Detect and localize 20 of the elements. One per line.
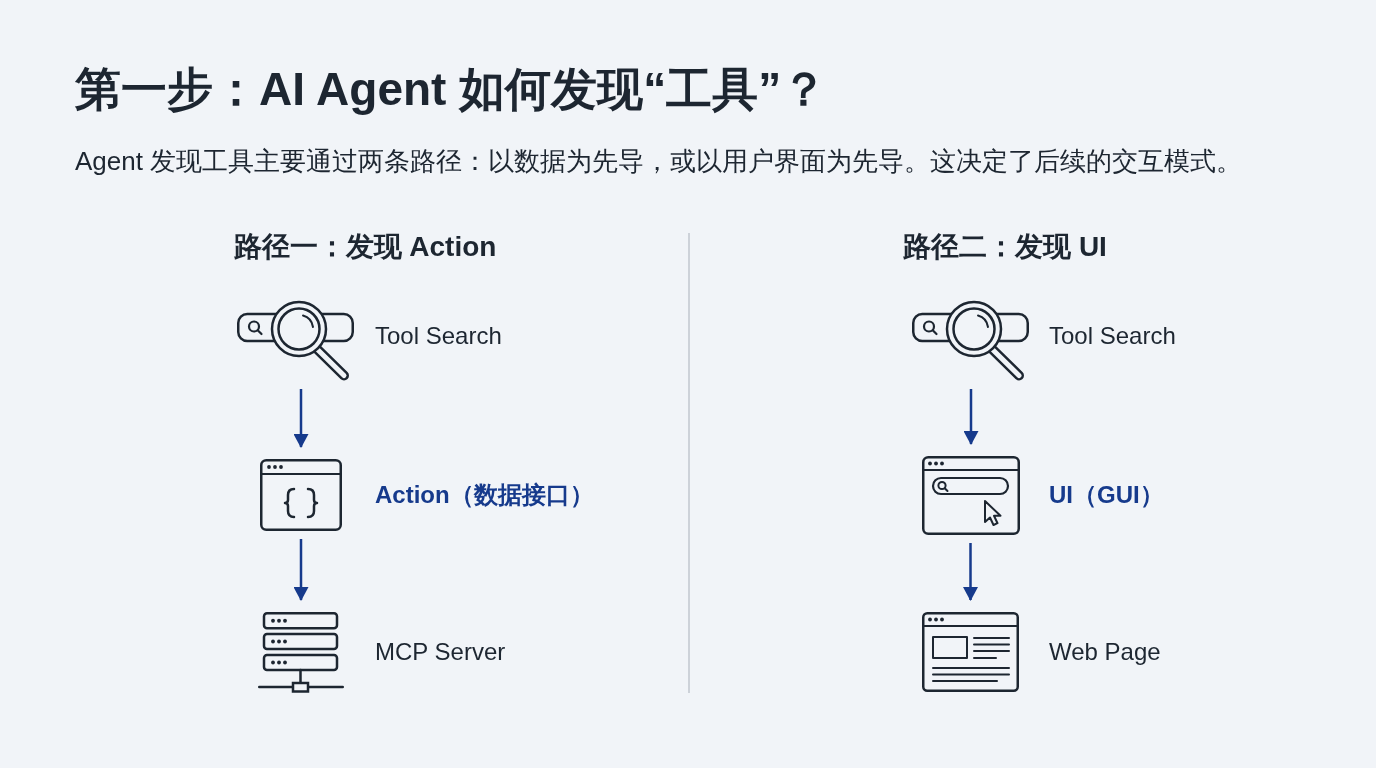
code-window-icon (260, 459, 342, 531)
icon-label: Web Page (1049, 637, 1161, 667)
browser-window-icon (922, 456, 1020, 535)
arrow (293, 539, 309, 601)
subtitle: Agent 发现工具主要通过两条路径：以数据为先导，或以用户界面为先导。这决定了后续的交互模式。 (75, 146, 1243, 178)
icon-label: Tool Search (375, 321, 502, 351)
icon-label: UI（GUI） (1049, 480, 1164, 510)
column-heading: 路径一：发现 Action (233, 230, 497, 264)
web-page-icon (922, 612, 1019, 692)
icon-label: Tool Search (1049, 321, 1176, 351)
arrow (963, 543, 978, 601)
icon-label: MCP Server (375, 637, 506, 667)
arrow (963, 389, 979, 445)
icon-label: Action（数据接口） (375, 480, 594, 510)
column-heading: 路径二：发现 UI (903, 230, 1107, 264)
search-icon (912, 299, 1029, 381)
server-icon (258, 612, 344, 693)
title: 第一步：AI Agent 如何发现“工具”？ (75, 62, 828, 118)
arrow (293, 389, 309, 448)
search-icon (237, 299, 354, 381)
